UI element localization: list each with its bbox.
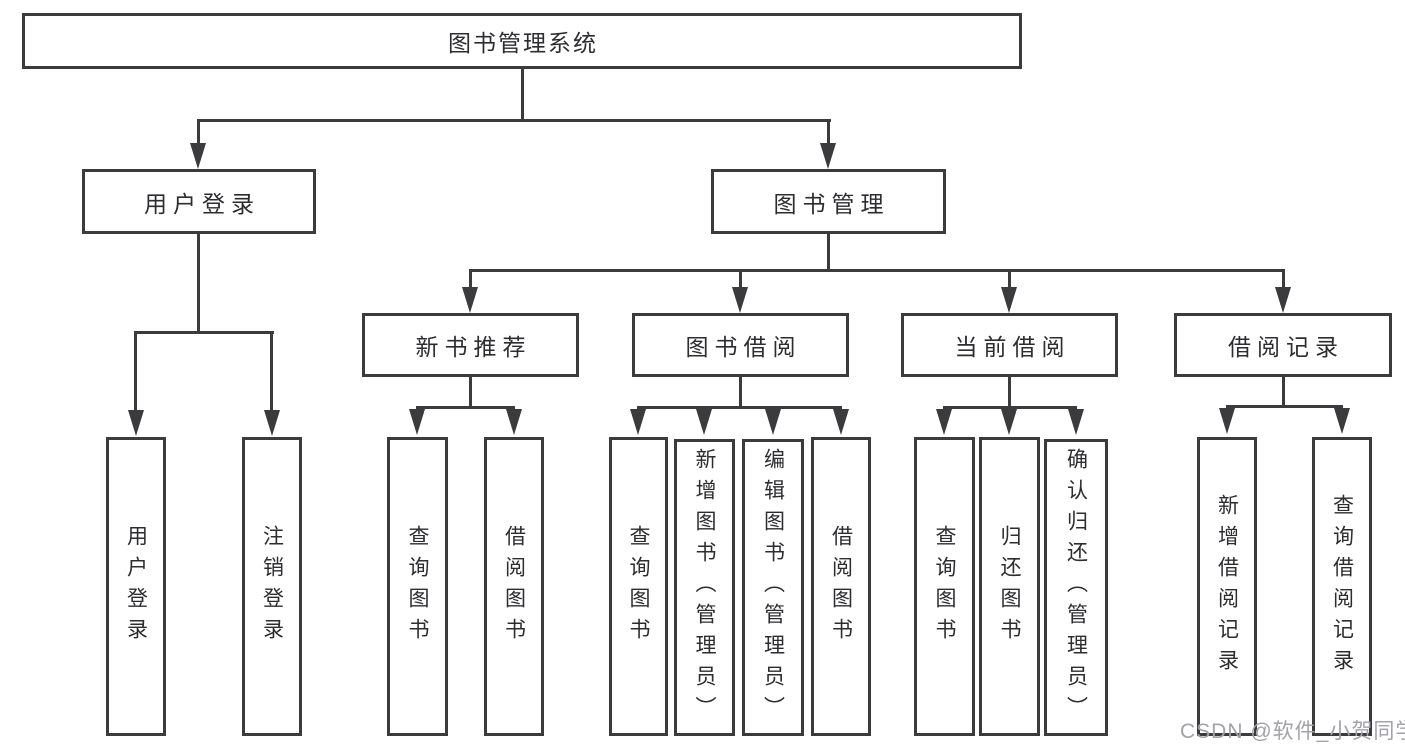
arrow-down-icon [1275,287,1291,313]
leaf-query-books-current: 查询图书 [914,437,975,736]
node-library-system-label: 图书管理系统 [448,30,598,56]
node-user-login-branch-label: 用户登录 [144,190,260,217]
arrow-down-icon [190,143,206,169]
leaf-edit-book-admin: 编辑图书（管理员） [742,439,804,736]
leaf-query-books-current-label: 查询图书 [933,524,956,649]
node-library-system: 图书管理系统 [22,13,1022,69]
leaf-edit-book-admin-label: 编辑图书（管理员） [761,448,785,727]
connector-line [739,269,742,291]
node-borrowing-records: 借阅记录 [1174,313,1392,377]
leaf-add-book-admin-label: 新增图书（管理员） [693,448,716,727]
node-book-management-label: 图书管理 [773,190,890,217]
leaf-user-login: 用户登录 [106,437,166,736]
connector-line [827,234,830,272]
arrow-down-icon [936,409,952,435]
connector-line [197,119,831,122]
connector-line [469,269,472,291]
connector-line [134,331,137,412]
arrow-down-icon [732,287,748,313]
leaf-borrow-books-recommend-label: 借阅图书 [502,524,526,649]
leaf-query-borrow-record-label: 查询借阅记录 [1330,493,1354,680]
node-new-book-recommend-label: 新书推荐 [415,334,532,360]
csdn-watermark: CSDN @软件_小贺同学 [1180,720,1405,743]
leaf-return-book: 归还图书 [979,437,1040,736]
node-book-borrowing: 图书借阅 [632,313,849,377]
connector-line [469,377,472,408]
node-book-borrowing-label: 图书借阅 [685,334,802,360]
connector-line [827,119,830,147]
leaf-borrow-books-borrowing: 借阅图书 [811,437,871,736]
arrow-down-icon [409,409,425,435]
connector-line [197,119,200,147]
connector-line [1008,269,1011,291]
arrow-down-icon [1001,409,1017,435]
connector-line [416,406,515,409]
connector-line [1282,377,1285,407]
arrow-down-icon [1001,287,1017,313]
connector-line [1282,269,1285,291]
arrow-down-icon [696,409,712,435]
connector-line [134,331,274,334]
leaf-query-books-recommend-label: 查询图书 [406,524,429,649]
arrow-down-icon [833,409,849,435]
leaf-borrow-books-recommend: 借阅图书 [484,437,544,736]
arrow-down-icon [1219,408,1235,434]
connector-line [1008,377,1011,408]
node-user-login-branch: 用户登录 [82,169,316,234]
arrow-down-icon [1334,408,1350,434]
leaf-borrow-books-borrowing-label: 借阅图书 [829,524,853,649]
leaf-return-book-label: 归还图书 [998,524,1021,649]
leaf-query-books-borrowing: 查询图书 [609,437,668,736]
leaf-add-borrow-record: 新增借阅记录 [1197,437,1257,736]
connector-line [197,234,200,334]
leaf-user-login-label: 用户登录 [124,524,148,649]
connector-line [943,406,1077,409]
leaf-confirm-return-admin: 确认归还（管理员） [1044,439,1108,736]
node-borrowing-records-label: 借阅记录 [1228,334,1344,360]
arrow-down-icon [462,287,478,313]
node-current-borrowing: 当前借阅 [901,313,1118,377]
arrow-down-icon [820,143,836,169]
arrow-down-icon [128,410,144,436]
connector-line [270,331,273,412]
leaf-logout: 注销登录 [242,437,302,736]
leaf-query-books-recommend: 查询图书 [387,437,448,736]
arrow-down-icon [506,409,522,435]
arrow-down-icon [765,409,781,435]
connector-line [1226,405,1343,408]
leaf-add-borrow-record-label: 新增借阅记录 [1215,493,1239,680]
connector-line [637,406,842,409]
connector-line [469,269,1284,272]
connector-line [739,377,742,408]
arrow-down-icon [1068,409,1084,435]
arrow-down-icon [264,410,280,436]
connector-line [521,69,524,120]
leaf-query-borrow-record: 查询借阅记录 [1312,437,1372,736]
node-current-borrowing-label: 当前借阅 [954,334,1071,360]
leaf-confirm-return-admin-label: 确认归还（管理员） [1064,448,1088,727]
arrow-down-icon [630,409,646,435]
node-new-book-recommend: 新书推荐 [362,313,579,377]
leaf-query-books-borrowing-label: 查询图书 [627,524,650,649]
leaf-logout-label: 注销登录 [260,524,284,649]
leaf-add-book-admin: 新增图书（管理员） [674,439,735,736]
node-book-management: 图书管理 [711,169,946,234]
